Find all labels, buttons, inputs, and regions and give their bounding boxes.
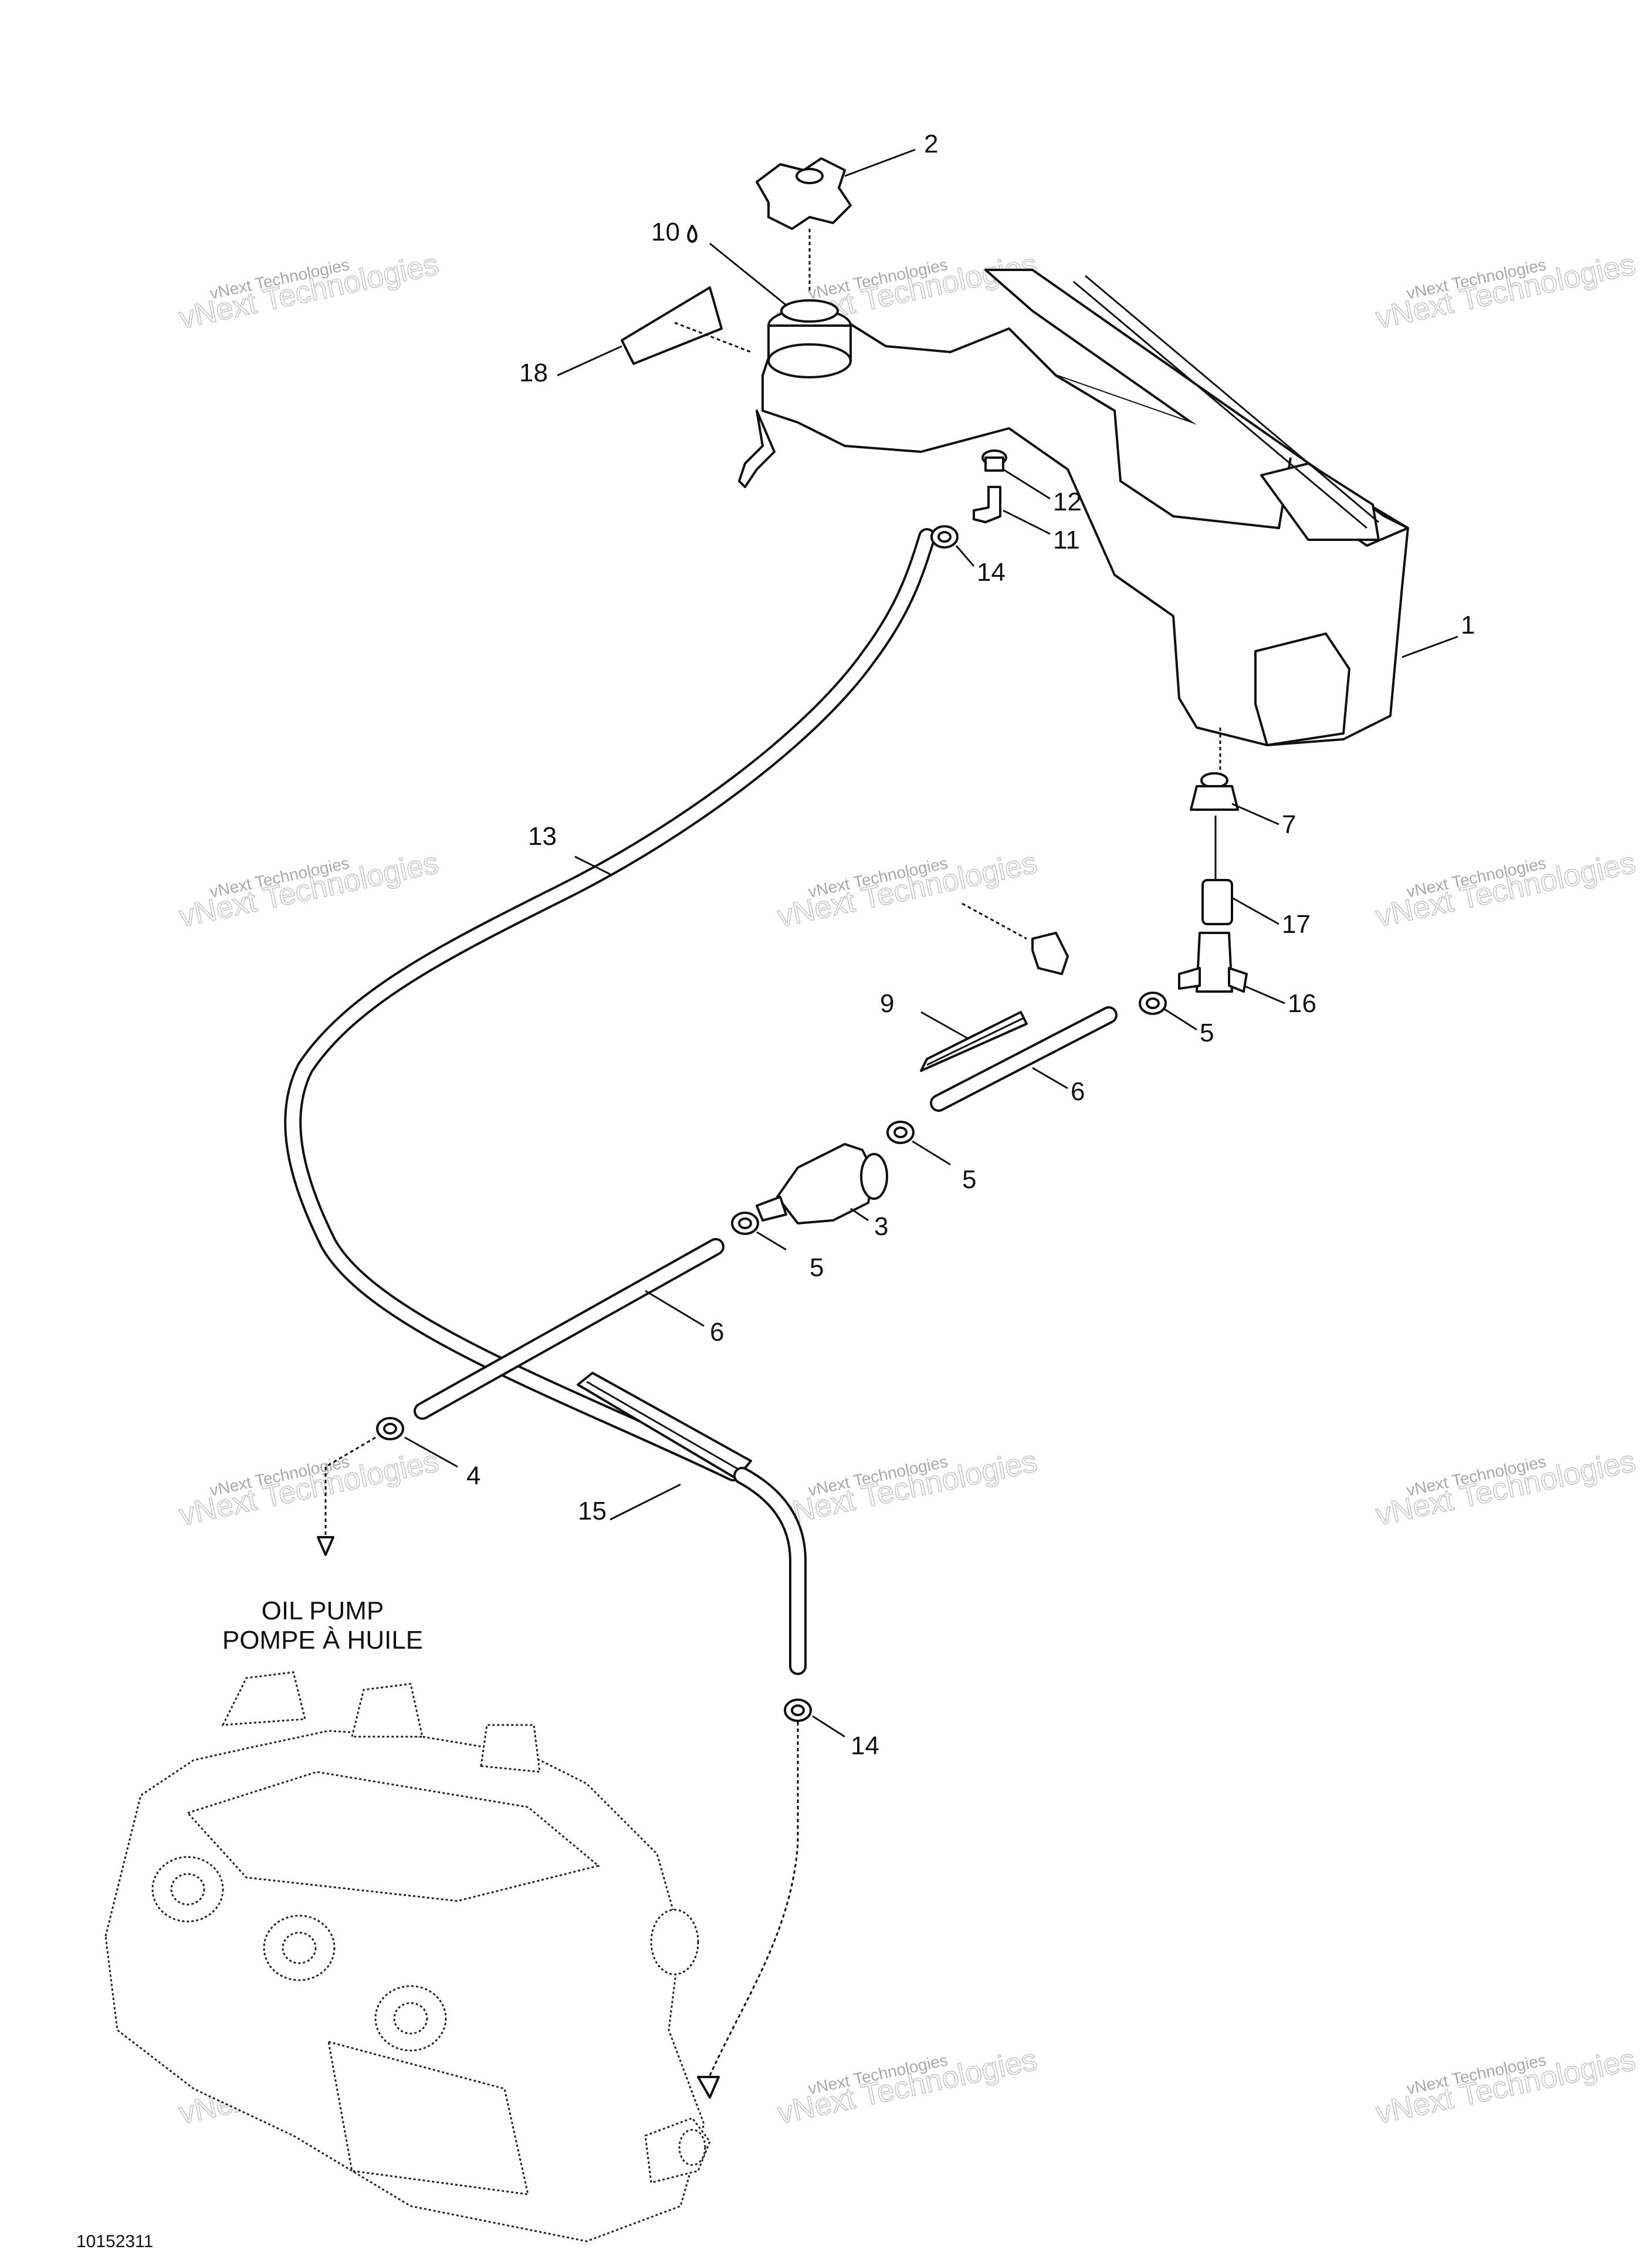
leader-lines bbox=[404, 148, 1458, 1738]
callout-18: 18 bbox=[519, 358, 548, 387]
callout-5-upper: 5 bbox=[1200, 1019, 1214, 1047]
oil-drop-icon bbox=[687, 225, 698, 243]
watermark: vNext Technologies vNext Technologies bbox=[1373, 247, 1639, 336]
caption-oil-pump: OIL PUMP bbox=[262, 1596, 384, 1625]
watermark: vNext Technologies vNext Technologies bbox=[176, 247, 442, 336]
hose-clamp-4 bbox=[376, 1417, 404, 1440]
callout-16: 16 bbox=[1288, 989, 1316, 1018]
hose-clamp-5-lower bbox=[731, 1212, 759, 1235]
watermark: vNext Technologies vNext Technologies bbox=[176, 1444, 442, 1533]
watermark: vNext Technologies vNext Technologies bbox=[1373, 845, 1639, 935]
watermark: vNext Technologies vNext Technologies bbox=[1373, 2042, 1639, 2132]
callout-17: 17 bbox=[1282, 910, 1311, 939]
caption-pompe-a-huile: POMPE À HUILE bbox=[222, 1626, 423, 1655]
tank-grommet bbox=[1190, 772, 1239, 811]
drawing-code: 10152311 bbox=[76, 2232, 153, 2251]
callout-15: 15 bbox=[578, 1497, 607, 1525]
engine bbox=[104, 1671, 711, 2242]
callout-13: 13 bbox=[528, 822, 557, 851]
callout-3: 3 bbox=[874, 1212, 888, 1241]
return-hose bbox=[284, 528, 936, 1481]
tee-fitting bbox=[1178, 932, 1248, 993]
pump-arrow-icon bbox=[317, 1536, 334, 1556]
callout-12: 12 bbox=[1053, 488, 1082, 516]
callout-6-lower: 6 bbox=[710, 1318, 724, 1347]
pump-dashed-guide bbox=[325, 1436, 376, 1468]
hose-clamp-5-mid bbox=[886, 1121, 915, 1144]
spring bbox=[920, 1011, 1028, 1072]
watermark: vNext Technologies vNext Technologies bbox=[774, 1444, 1041, 1533]
watermark: vNext Technologies vNext Technologies bbox=[1373, 1444, 1639, 1533]
clip-dashed-guide bbox=[962, 902, 1027, 940]
return-hose-inner bbox=[286, 530, 933, 1479]
filler-neck bbox=[767, 299, 852, 378]
oil-level-sensor-icon bbox=[780, 299, 839, 323]
elbow-fitting bbox=[973, 486, 1001, 523]
feed-hose-upper bbox=[930, 1006, 1118, 1112]
callout-1: 1 bbox=[1461, 611, 1475, 640]
tank-rib bbox=[1073, 280, 1367, 529]
feed-hose-lower bbox=[414, 1238, 725, 1420]
bracket-dashed-guide bbox=[674, 322, 751, 353]
hose-clip bbox=[1031, 932, 1069, 975]
protective-sleeve bbox=[577, 1372, 752, 1480]
tank-cap bbox=[756, 157, 852, 230]
callout-10: 10 bbox=[651, 218, 680, 246]
callout-11: 11 bbox=[1053, 526, 1080, 554]
callouts: 2 10 18 12 11 14 1 7 13 17 16 9 5 6 5 3 … bbox=[466, 130, 1475, 1760]
tank-rib bbox=[1085, 275, 1379, 523]
callout-5-mid: 5 bbox=[962, 1165, 976, 1194]
callout-9: 9 bbox=[880, 989, 894, 1018]
check-valve bbox=[1201, 879, 1233, 925]
callout-6-upper: 6 bbox=[1071, 1077, 1085, 1106]
feed-hose-end-inner bbox=[736, 1469, 804, 1673]
grommet-fitting bbox=[981, 449, 1007, 472]
callout-14-top: 14 bbox=[977, 558, 1006, 587]
oil-tank bbox=[738, 269, 1409, 746]
watermark: vNext Technologies vNext Technologies bbox=[176, 845, 442, 935]
callout-5-lower: 5 bbox=[810, 1253, 824, 1282]
watermark: vNext Technologies vNext Technologies bbox=[774, 845, 1041, 935]
watermark: vNext Technologies vNext Technologies bbox=[774, 2042, 1041, 2132]
callout-7: 7 bbox=[1282, 810, 1296, 839]
bracket bbox=[621, 286, 723, 365]
oil-filter bbox=[756, 1143, 888, 1224]
hose-dashed-route bbox=[703, 1722, 799, 2089]
hose-clamp-top bbox=[930, 525, 959, 549]
hose-clamp-bottom bbox=[784, 1699, 812, 1722]
callout-4: 4 bbox=[466, 1462, 480, 1490]
callout-14-bottom: 14 bbox=[851, 1731, 879, 1760]
callout-2: 2 bbox=[924, 130, 938, 158]
hose-route-arrow-icon bbox=[697, 2076, 720, 2099]
hose-clamp-5-upper bbox=[1139, 992, 1167, 1015]
